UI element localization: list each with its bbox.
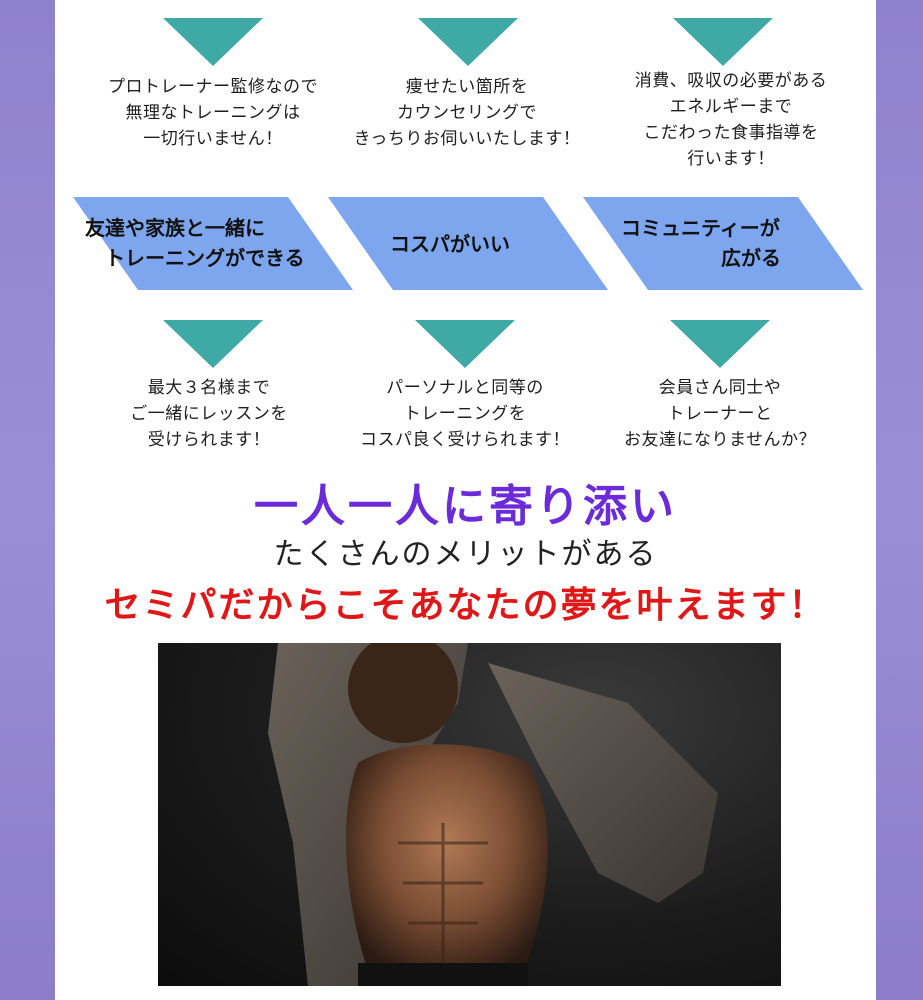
band-shape <box>328 197 608 290</box>
arrow-down-icon <box>418 18 518 66</box>
left-side-background <box>0 0 55 1000</box>
feature-text-max-three: 最大３名様まで ご一緒にレッスンを 受けられます！ <box>130 378 288 450</box>
band-community: コミュニティーが 広がる <box>583 197 863 290</box>
band-shape <box>583 197 863 290</box>
headline-secondary: たくさんのメリットがある <box>273 537 658 572</box>
arrow-down-icon <box>163 320 263 368</box>
band-label-line2: トレーニングができる <box>85 246 305 270</box>
band-label-line1: コスパがいい <box>390 232 510 256</box>
headline-tertiary: セミパだからこそあなたの夢を叶えます！ <box>104 585 827 626</box>
band-label-line1: 友達や家族と一緒に <box>85 216 265 240</box>
feature-text-pro-trainer: プロトレーナー監修なので 無理なトレーニングは 一切行いません！ <box>108 77 318 149</box>
band-label-line1: コミュニティーが <box>621 216 780 240</box>
feature-text-counseling: 痩せたい箇所を カウンセリングで きっちりお伺いいたします！ <box>353 77 581 149</box>
arrow-down-icon <box>673 18 773 66</box>
arrow-down-icon <box>163 18 263 66</box>
feature-text-diet: 消費、吸収の必要がある エネルギーまで こだわった食事指導を 行います！ <box>634 71 828 169</box>
right-side-background <box>876 0 923 1000</box>
band-label-line2: 広がる <box>621 246 781 270</box>
hero-photo <box>158 643 781 986</box>
arrow-down-icon <box>415 320 515 368</box>
athlete-illustration <box>268 643 718 986</box>
content-panel: プロトレーナー監修なので 無理なトレーニングは 一切行いません！ 痩せたい箇所を… <box>55 0 876 1000</box>
band-train-together: 友達や家族と一緒に トレーニングができる <box>73 197 353 290</box>
headline-primary: 一人一人に寄り添い <box>254 481 677 532</box>
feature-text-same-as-personal: パーソナルと同等の トレーニングを コスパ良く受けられます！ <box>360 378 570 450</box>
band-cost-performance: コスパがいい <box>328 197 608 290</box>
band-shape <box>73 197 353 290</box>
feature-text-make-friends: 会員さん同士や トレーナーと お友達になりませんか？ <box>624 378 816 450</box>
arrow-down-icon <box>670 320 770 368</box>
